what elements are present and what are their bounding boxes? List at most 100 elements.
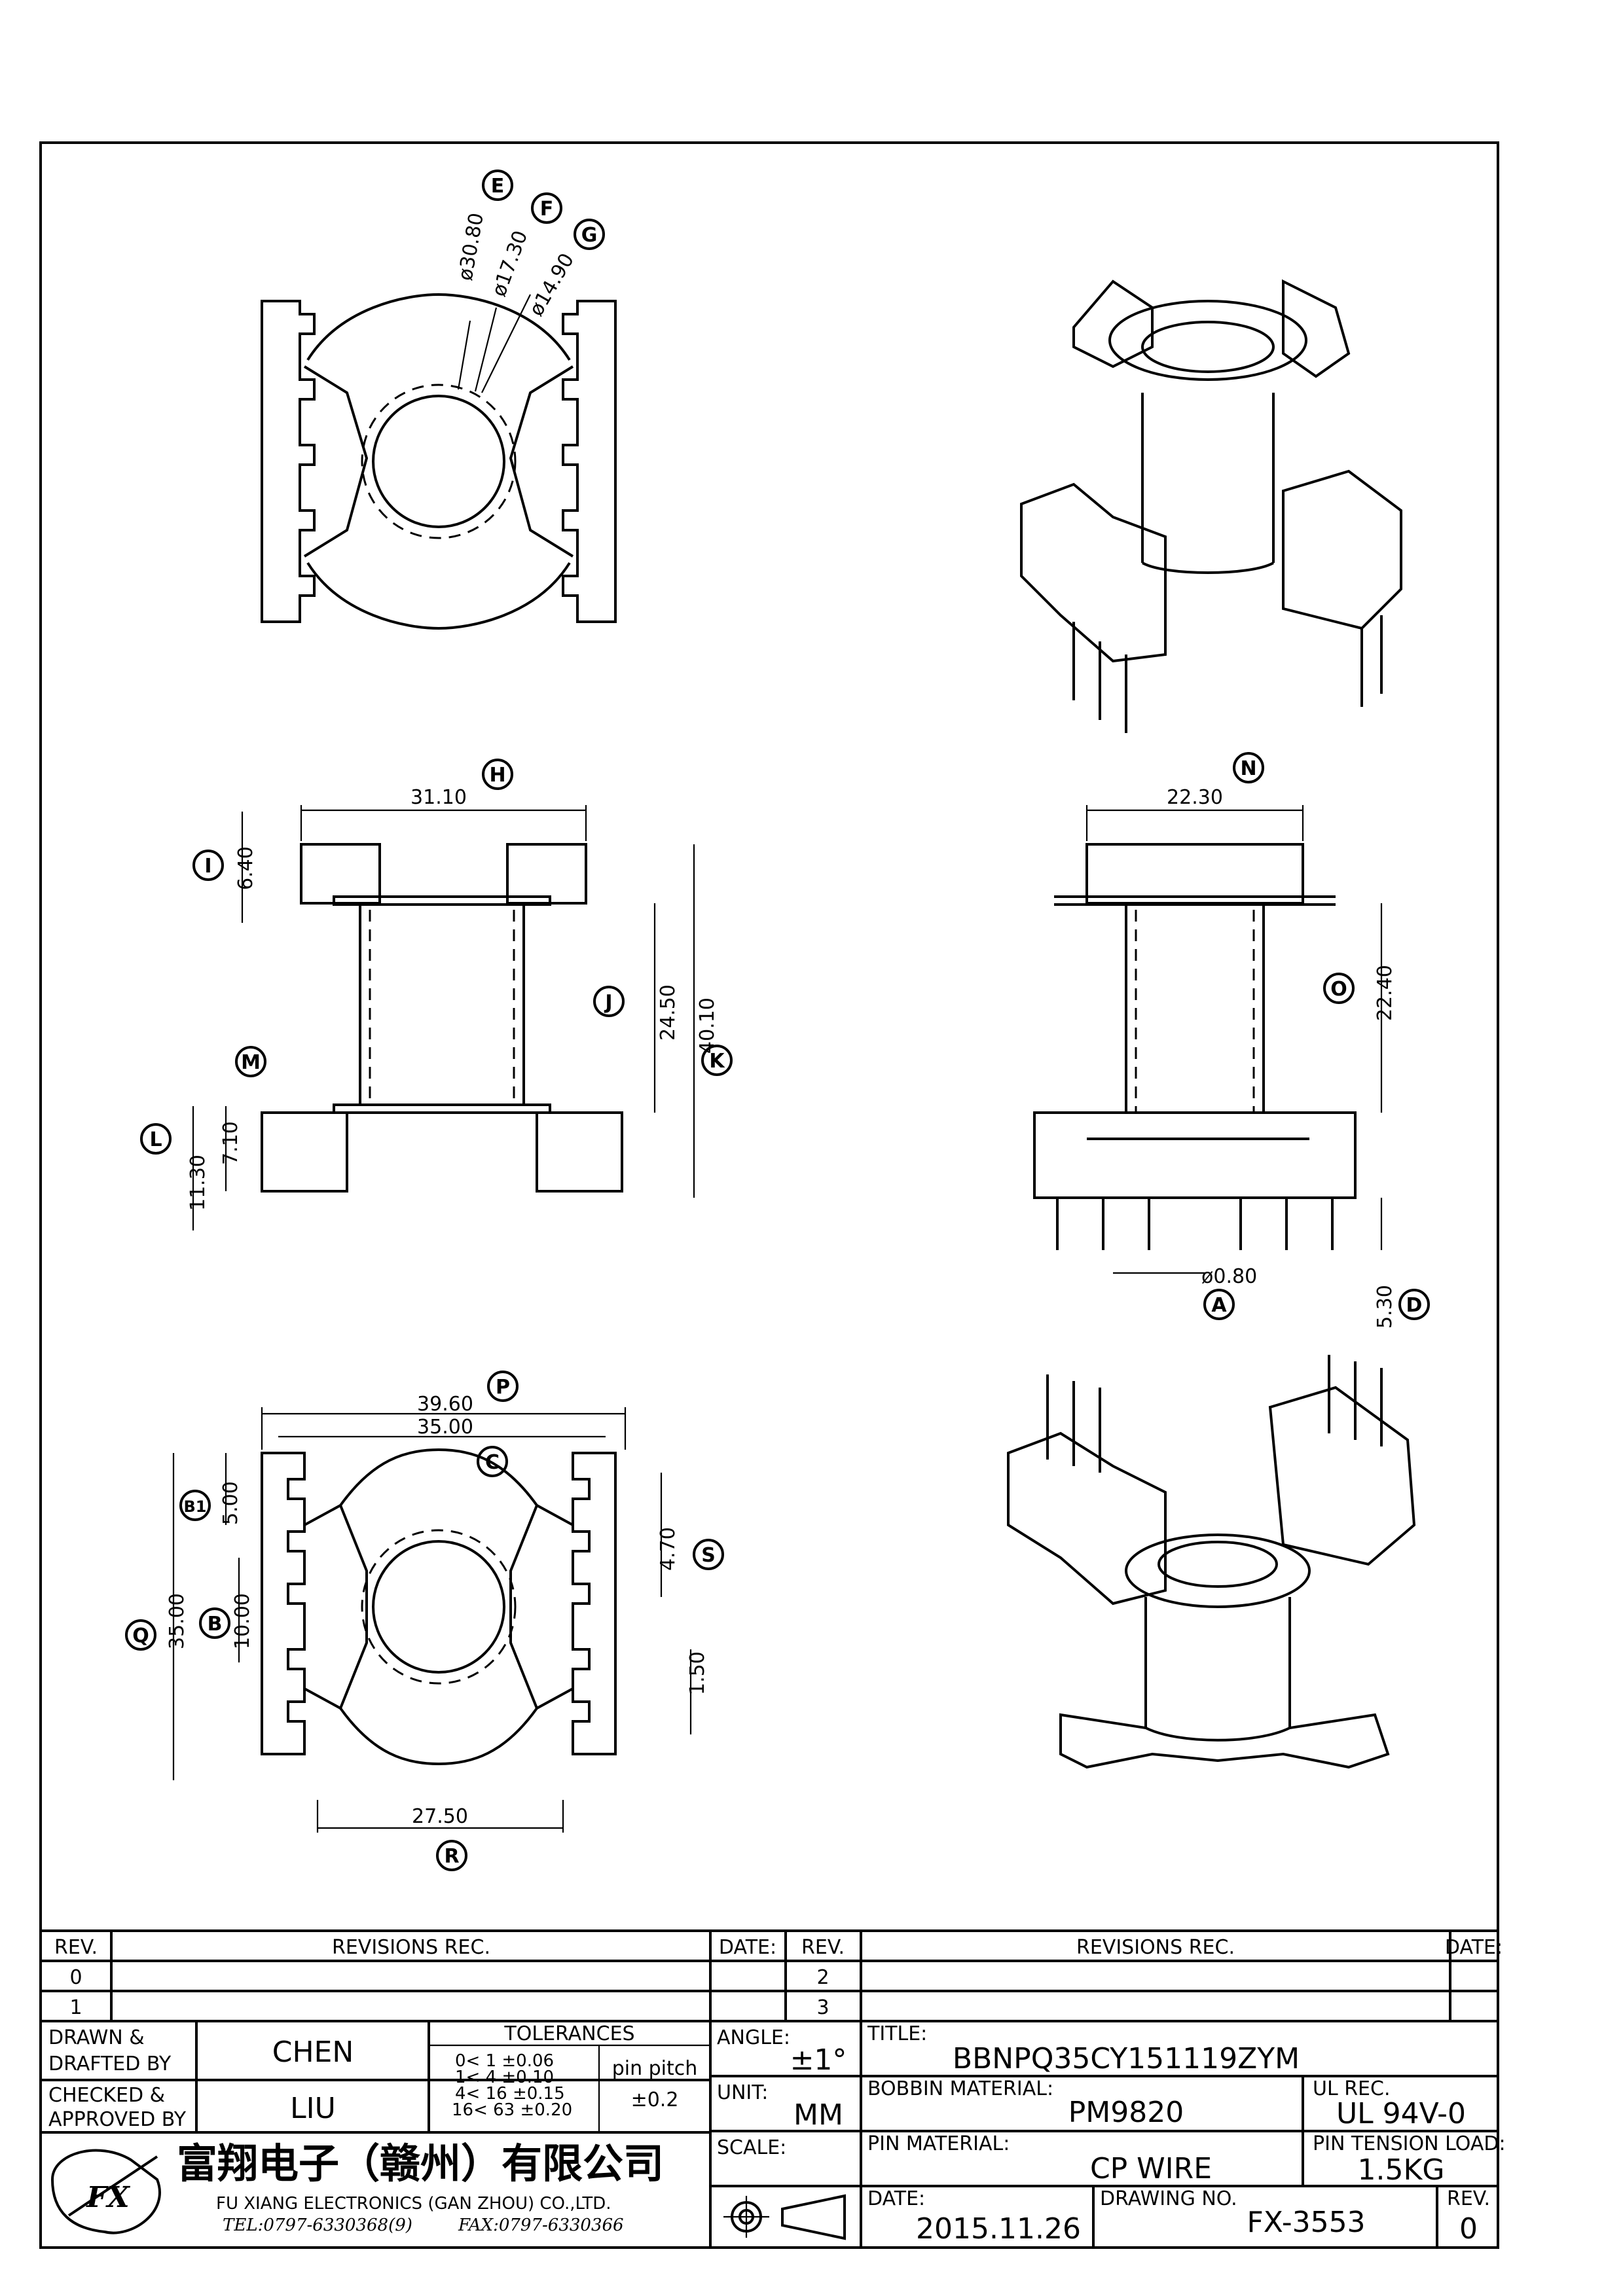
angle-value: ±1°: [790, 2043, 847, 2077]
rev-row-1: 1: [69, 1996, 82, 2019]
tolerance-row-1: 1< 4 ±0.10: [455, 2068, 554, 2087]
date-col-header-right: DATE:: [1445, 1936, 1503, 1959]
dim-D-value: 5.30: [1374, 1285, 1396, 1329]
rev-col-header-right: REV.: [801, 1936, 845, 1959]
rev-row-0: 0: [69, 1966, 82, 1989]
dim-A-value: ø0.80: [1201, 1265, 1257, 1288]
checked-label-1: CHECKED &: [48, 2084, 165, 2107]
drawing-no-label: DRAWING NO.: [1100, 2187, 1237, 2210]
dim-J-label: J: [604, 991, 612, 1014]
company-logo: FX: [50, 2149, 161, 2234]
dim-I-label: I: [204, 855, 211, 878]
pin-material-value: CP WIRE: [1090, 2152, 1212, 2185]
dim-N-value: 22.30: [1167, 786, 1223, 809]
angle-label: ANGLE:: [717, 2026, 790, 2049]
pin-tension-value: 1.5KG: [1358, 2153, 1445, 2187]
rev-row-3: 3: [816, 1996, 829, 2019]
drawn-label-2: DRAFTED BY: [48, 2053, 172, 2075]
ul-rec-value: UL 94V-0: [1336, 2097, 1466, 2130]
bobbin-material-label: BOBBIN MATERIAL:: [867, 2077, 1053, 2100]
dim-T-value: 1.50: [686, 1651, 709, 1695]
dim-M-value: 7.10: [219, 1121, 242, 1165]
dim-S-value: 4.70: [657, 1527, 680, 1571]
dim-G-label: G: [581, 224, 598, 247]
dim-K-value: 40.10: [696, 997, 719, 1054]
tolerance-row-2: 4< 16 ±0.15: [455, 2084, 565, 2104]
unit-value: MM: [793, 2098, 843, 2132]
dim-Q-value: 35.00: [166, 1593, 189, 1649]
dim-O-value: 22.40: [1374, 965, 1396, 1021]
bobbin-material-value: PM9820: [1068, 2096, 1184, 2129]
iso-view-top: [1020, 279, 1402, 733]
date-label: DATE:: [867, 2187, 925, 2210]
checked-value: LIU: [290, 2092, 336, 2125]
company-name-cn: 富翔电子（赣州）有限公司: [177, 2140, 664, 2187]
rev-row-2: 2: [816, 1966, 829, 1989]
date-col-header-left: DATE:: [719, 1936, 776, 1959]
dim-R-label: R: [444, 1845, 459, 1868]
pin-pitch-label: pin pitch: [612, 2057, 698, 2080]
tolerance-row-0: 0< 1 ±0.06: [455, 2051, 554, 2071]
dim-O-label: O: [1330, 978, 1347, 1001]
pin-pitch-value: ±0.2: [631, 2089, 679, 2111]
dim-G-value: ø14.90: [525, 249, 579, 320]
side-view: 22.30 N 22.40 O ø0.80 A 5.30 D: [1033, 752, 1430, 1329]
dim-C-label: C: [485, 1451, 500, 1474]
dim-N-label: N: [1240, 757, 1256, 780]
tolerances-label: TOLERANCES: [503, 2022, 634, 2045]
bottom-view: 39.60 P 35.00 C 5.00 B1 4.70 S 35.00 Q 1…: [125, 1371, 724, 1871]
ul-rec-label: UL REC.: [1313, 2077, 1391, 2100]
title-value: BBNPQ35CY151119ZYM: [953, 2042, 1300, 2075]
dim-F-value: ø17.30: [488, 228, 533, 300]
rev-label: REV.: [1447, 2187, 1490, 2210]
dim-B1-label: B1: [184, 1498, 207, 1516]
dim-B1-value: 5.00: [219, 1481, 242, 1525]
dim-C-value: 35.00: [417, 1416, 473, 1439]
logo-text: FX: [85, 2181, 130, 2214]
dim-P-label: P: [496, 1376, 510, 1399]
company-name-en: FU XIANG ELECTRONICS (GAN ZHOU) CO.,LTD.: [216, 2194, 611, 2214]
dim-Q-label: Q: [132, 1624, 149, 1647]
drawn-value: CHEN: [272, 2036, 354, 2069]
dim-J-value: 24.50: [657, 984, 680, 1041]
dim-L-label: L: [149, 1128, 162, 1151]
unit-label: UNIT:: [717, 2081, 768, 2104]
drawn-label-1: DRAWN &: [48, 2026, 145, 2049]
dim-E-value: ø30.80: [454, 211, 488, 283]
title-block: DRAWN & DRAFTED BY CHEN CHECKED & APPROV…: [41, 2021, 1506, 2248]
sheet-border: [39, 141, 1499, 2249]
company-fax: FAX:0797-6330366: [458, 2215, 624, 2235]
dim-S-label: S: [701, 1544, 716, 1567]
top-view: ø30.80 ø17.30 ø14.90 E F G: [261, 170, 617, 630]
revisions-col-header-left: REVISIONS REC.: [332, 1936, 490, 1959]
checked-label-2: APPROVED BY: [48, 2108, 187, 2131]
revisions-col-header-right: REVISIONS REC.: [1076, 1936, 1235, 1959]
revisions-table: REV. REVISIONS REC. DATE: REV. REVISIONS…: [41, 1929, 1503, 2022]
dim-B-value: 10.00: [231, 1593, 254, 1649]
dim-P-value: 39.60: [417, 1393, 473, 1416]
tolerance-row-3: 16< 63 ±0.20: [452, 2100, 572, 2120]
dim-I-value: 6.40: [234, 846, 257, 890]
dim-D-label: D: [1406, 1294, 1423, 1317]
rev-value: 0: [1459, 2212, 1478, 2246]
front-view: 31.10 H 6.40 I 24.50 J 40.10 K 7.10 M 11…: [140, 759, 733, 1230]
drawing-no-value: FX-3553: [1247, 2206, 1365, 2239]
dim-E-label: E: [491, 175, 505, 198]
pin-material-label: PIN MATERIAL:: [867, 2132, 1010, 2155]
dim-K-label: K: [709, 1050, 725, 1073]
dim-H-value: 31.10: [410, 786, 467, 809]
iso-view-bottom: [1007, 1355, 1416, 1769]
dim-H-label: H: [489, 764, 505, 787]
dim-L-value: 11.30: [187, 1155, 210, 1211]
title-label: TITLE:: [867, 2022, 927, 2045]
pin-tension-label: PIN TENSION LOAD:: [1313, 2132, 1506, 2155]
dim-A-label: A: [1211, 1294, 1227, 1317]
rev-col-header-left: REV.: [54, 1936, 98, 1959]
dim-R-value: 27.50: [412, 1805, 468, 1828]
company-tel: TEL:0797-6330368(9): [223, 2215, 412, 2235]
scale-label: SCALE:: [717, 2136, 786, 2159]
dim-M-label: M: [241, 1051, 261, 1074]
dim-F-label: F: [540, 198, 554, 221]
dim-B-label: B: [208, 1613, 223, 1636]
